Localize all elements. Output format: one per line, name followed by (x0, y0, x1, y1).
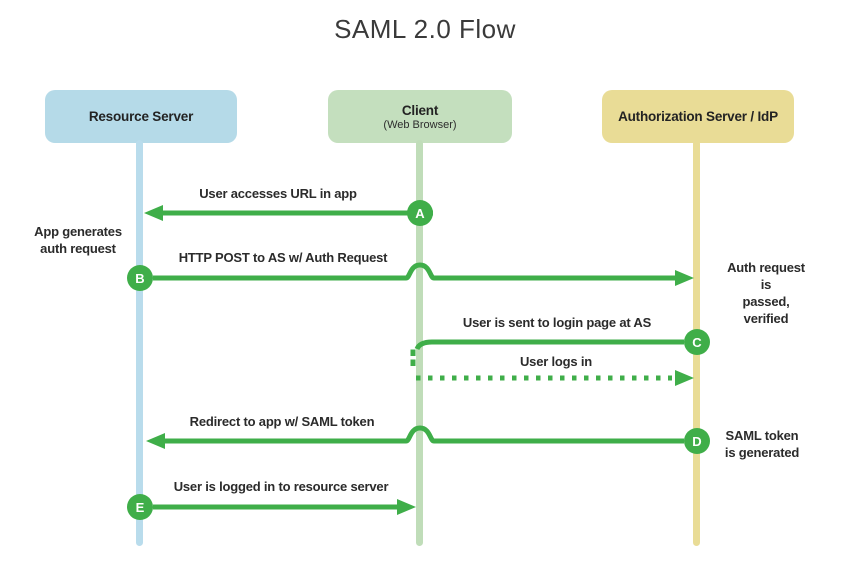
message-label-a: User accesses URL in app (199, 186, 357, 201)
message-label-user-logs-in: User logs in (519, 354, 593, 369)
arrow-a-head (144, 205, 163, 221)
message-label-c: User is sent to login page at AS (462, 315, 652, 330)
lifeline-resource-server (136, 140, 143, 546)
step-letter-b: B (135, 270, 145, 286)
arrow-b-head (675, 270, 694, 286)
arrow-b-line (153, 262, 676, 281)
actor-box-authorization-server: Authorization Server / IdP (602, 90, 794, 143)
arrow-c-line (414, 339, 684, 351)
step-letter-d: D (692, 433, 702, 449)
arrow-e-head (397, 499, 416, 515)
actor-box-client: Client (Web Browser) (328, 90, 512, 143)
step-letter-e: E (135, 499, 145, 515)
actor-sublabel-client: (Web Browser) (383, 118, 457, 131)
actor-box-resource-server: Resource Server (45, 90, 237, 143)
message-label-e: User is logged in to resource server (173, 479, 389, 494)
step-marker-d: D (684, 428, 710, 454)
arrow-d-head (146, 433, 165, 449)
arrow-d-line (164, 425, 684, 444)
step-marker-e: E (127, 494, 153, 520)
note-app-generates-auth-request: App generates auth request (34, 224, 122, 256)
step-letter-a: A (415, 205, 425, 221)
message-label-d: Redirect to app w/ SAML token (189, 414, 375, 429)
step-marker-b: B (127, 265, 153, 291)
actor-label-authorization-server: Authorization Server / IdP (618, 109, 778, 124)
message-label-b: HTTP POST to AS w/ Auth Request (178, 250, 388, 265)
step-letter-c: C (692, 334, 702, 350)
step-marker-c: C (684, 329, 710, 355)
arrow-login-head (675, 370, 694, 386)
step-marker-a: A (407, 200, 433, 226)
diagram-title: SAML 2.0 Flow (334, 14, 516, 44)
actor-label-resource-server: Resource Server (88, 109, 194, 124)
note-auth-request-passed-verified: Auth request is passed, verified (727, 260, 805, 326)
note-saml-token-generated: SAML token is generated (724, 428, 800, 460)
actor-label-client: Client (401, 102, 439, 118)
